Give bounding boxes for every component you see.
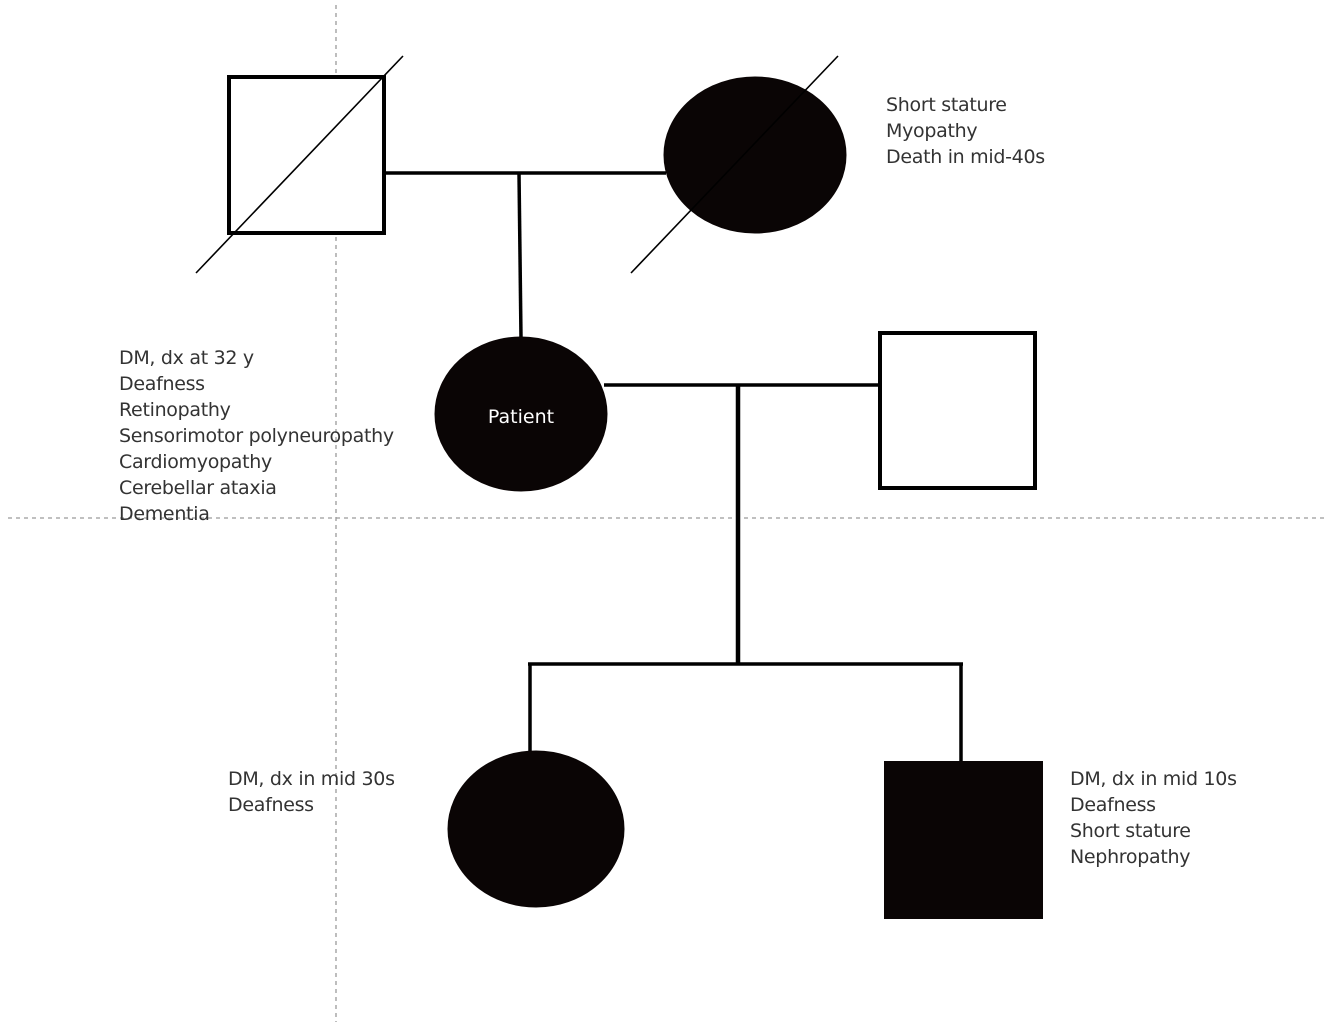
grandfather-deceased-slash — [195, 55, 404, 274]
daughter-phenotype-notes: DM, dx in mid 30s Deafness — [228, 766, 395, 818]
son-square — [884, 761, 1043, 919]
grandmother-deceased-slash — [630, 55, 839, 274]
husband-square — [878, 331, 1037, 490]
patient-note: Cardiomyopathy — [119, 451, 272, 473]
daughter-note: Deafness — [228, 794, 314, 816]
son-phenotype-notes: DM, dx in mid 10s Deafness Short stature… — [1070, 766, 1237, 870]
patient-note: DM, dx at 32 y — [119, 347, 254, 369]
grandmother-note: Myopathy — [886, 120, 978, 142]
patient-phenotype-notes: DM, dx at 32 y Deafness Retinopathy Sens… — [119, 345, 394, 527]
patient-note: Sensorimotor polyneuropathy — [119, 425, 394, 447]
daughter-circle — [447, 750, 625, 908]
patient-label: Patient — [488, 406, 554, 428]
son-note: Nephropathy — [1070, 846, 1191, 868]
grandmother-note: Death in mid-40s — [886, 146, 1045, 168]
patient-note: Deafness — [119, 373, 205, 395]
grandmother-phenotype-notes: Short stature Myopathy Death in mid-40s — [886, 92, 1045, 170]
son-note: Short stature — [1070, 820, 1191, 842]
grandparents-descent-line — [517, 172, 523, 339]
son-note: Deafness — [1070, 794, 1156, 816]
son-note: DM, dx in mid 10s — [1070, 768, 1237, 790]
grandmother-note: Short stature — [886, 94, 1007, 116]
patient-note: Dementia — [119, 503, 210, 525]
daughter-note: DM, dx in mid 30s — [228, 768, 395, 790]
patient-circle — [434, 336, 608, 492]
grandmother-circle — [663, 76, 847, 234]
grandfather-square — [227, 75, 386, 235]
patient-note: Retinopathy — [119, 399, 231, 421]
patient-note: Cerebellar ataxia — [119, 477, 277, 499]
